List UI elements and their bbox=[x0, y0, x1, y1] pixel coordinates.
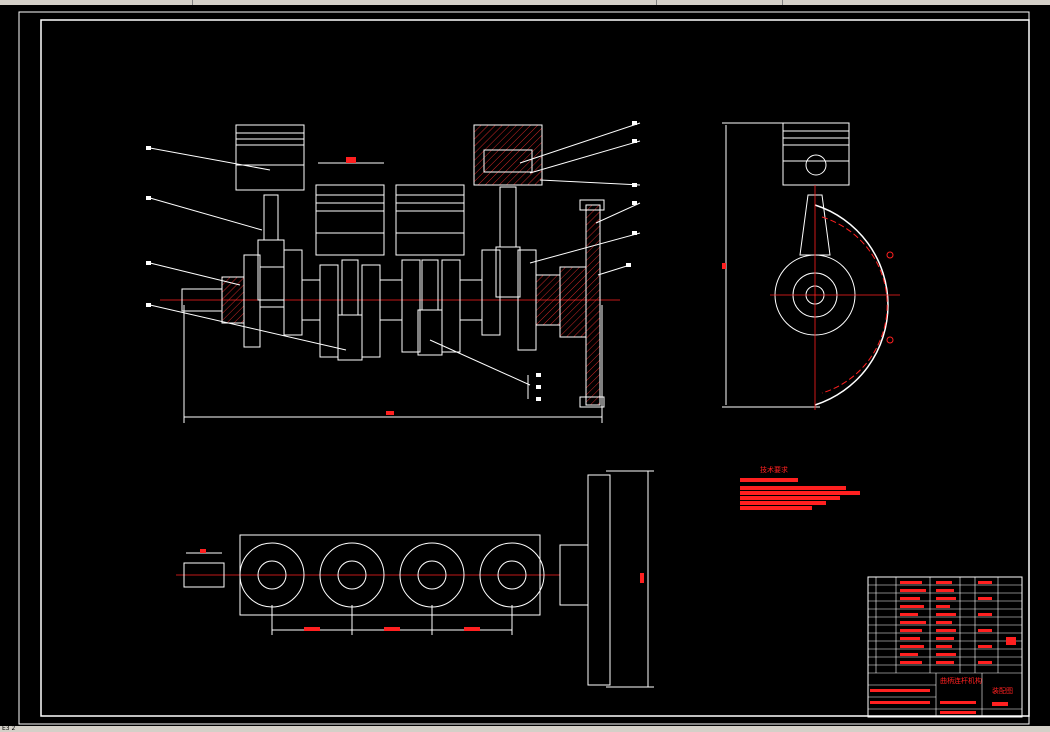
piston-4-section bbox=[473, 124, 543, 298]
front-view bbox=[149, 122, 641, 423]
piston-2 bbox=[315, 184, 385, 361]
dimension-label bbox=[722, 263, 726, 269]
app-toolbar-strip bbox=[0, 0, 1050, 5]
title-block: 曲柄连杆机构 装配图 bbox=[867, 576, 1023, 718]
piston-3 bbox=[395, 184, 465, 356]
assembly-name: 曲柄连杆机构 bbox=[940, 676, 982, 685]
top-view bbox=[176, 470, 654, 688]
dimension-label bbox=[346, 157, 356, 163]
toolbar-segment[interactable] bbox=[0, 0, 193, 5]
status-bar: E3 2 bbox=[0, 726, 1050, 732]
dimension-label bbox=[386, 411, 394, 415]
technical-notes: 技术要求 bbox=[740, 465, 860, 510]
dimension-labels-top bbox=[200, 549, 644, 631]
leader-tags bbox=[146, 121, 637, 401]
side-view bbox=[722, 122, 900, 410]
notes-title: 技术要求 bbox=[760, 465, 788, 474]
inner-drawing-frame bbox=[40, 19, 1030, 717]
piston-1 bbox=[235, 124, 305, 301]
cad-drawing-canvas[interactable]: 技术要求 bbox=[0, 5, 1050, 727]
drawing-label: 装配图 bbox=[992, 686, 1013, 695]
toolbar-segment[interactable] bbox=[657, 0, 783, 5]
toolbar-segment[interactable] bbox=[193, 0, 657, 5]
